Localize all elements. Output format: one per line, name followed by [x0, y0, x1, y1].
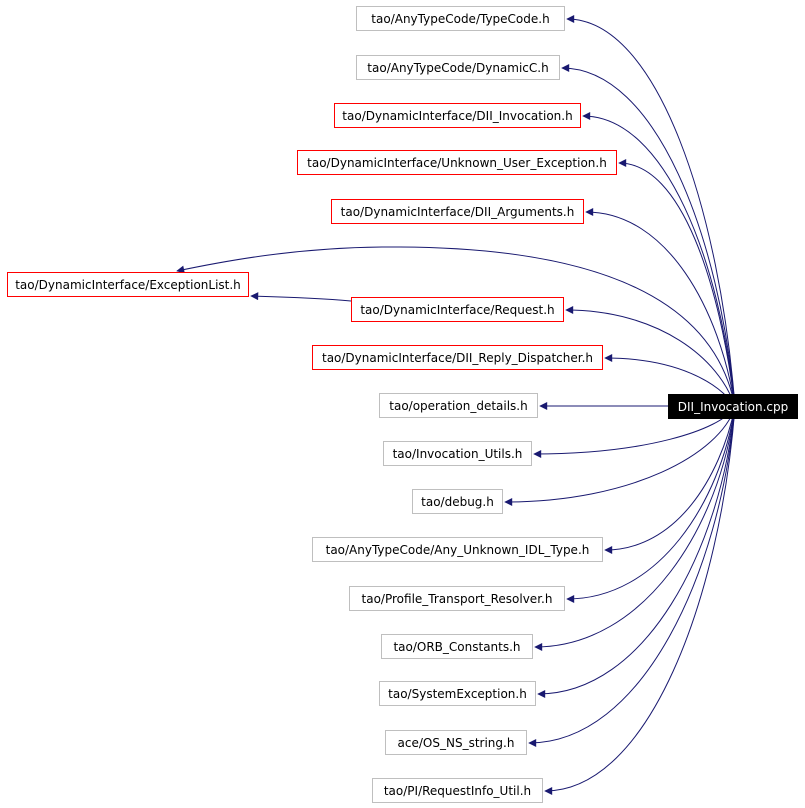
edge-11 [604, 406, 736, 554]
edge-2 [582, 112, 736, 408]
node-systemexception-h[interactable]: tao/SystemException.h [379, 681, 536, 706]
node-typecode-h[interactable]: tao/AnyTypeCode/TypeCode.h [356, 6, 565, 31]
edge-1 [561, 64, 736, 408]
node-operation-details-h[interactable]: tao/operation_details.h [379, 393, 538, 418]
node-debug-h[interactable]: tao/debug.h [412, 489, 503, 514]
root-node-dii-invocation-cpp[interactable]: DII_Invocation.cpp [668, 394, 798, 419]
node-profile-transport-resolver-h[interactable]: tao/Profile_Transport_Resolver.h [349, 586, 565, 611]
node-request-h[interactable]: tao/DynamicInterface/Request.h [351, 297, 564, 322]
node-orb-constants-h[interactable]: tao/ORB_Constants.h [381, 634, 533, 659]
node-any-unknown-idl-type-h[interactable]: tao/AnyTypeCode/Any_Unknown_IDL_Type.h [312, 537, 603, 562]
edge-15 [528, 406, 736, 747]
edge-5 [176, 246, 736, 408]
edge-4 [585, 208, 736, 408]
node-invocation-utils-h[interactable]: tao/Invocation_Utils.h [383, 441, 532, 466]
node-dii-arguments-h[interactable]: tao/DynamicInterface/DII_Arguments.h [331, 199, 584, 224]
node-dynamicc-h[interactable]: tao/AnyTypeCode/DynamicC.h [356, 55, 560, 80]
edge-12 [566, 406, 736, 603]
edge-6 [565, 306, 736, 408]
node-dii-invocation-h[interactable]: tao/DynamicInterface/DII_Invocation.h [334, 103, 581, 128]
node-exceptionlist-h[interactable]: tao/DynamicInterface/ExceptionList.h [7, 272, 249, 297]
node-unknown-user-exception-h[interactable]: tao/DynamicInterface/Unknown_User_Except… [297, 150, 617, 175]
node-requestinfo-util-h[interactable]: tao/PI/RequestInfo_Util.h [372, 778, 543, 803]
edge-16 [544, 406, 736, 795]
edge-10 [504, 406, 736, 506]
edge-17 [250, 292, 352, 302]
node-dii-reply-dispatcher-h[interactable]: tao/DynamicInterface/DII_Reply_Dispatche… [312, 345, 603, 370]
node-os-ns-string-h[interactable]: ace/OS_NS_string.h [385, 730, 527, 755]
edge-3 [618, 159, 736, 408]
edge-14 [537, 406, 736, 698]
edge-13 [534, 406, 736, 651]
edge-0 [566, 15, 736, 408]
